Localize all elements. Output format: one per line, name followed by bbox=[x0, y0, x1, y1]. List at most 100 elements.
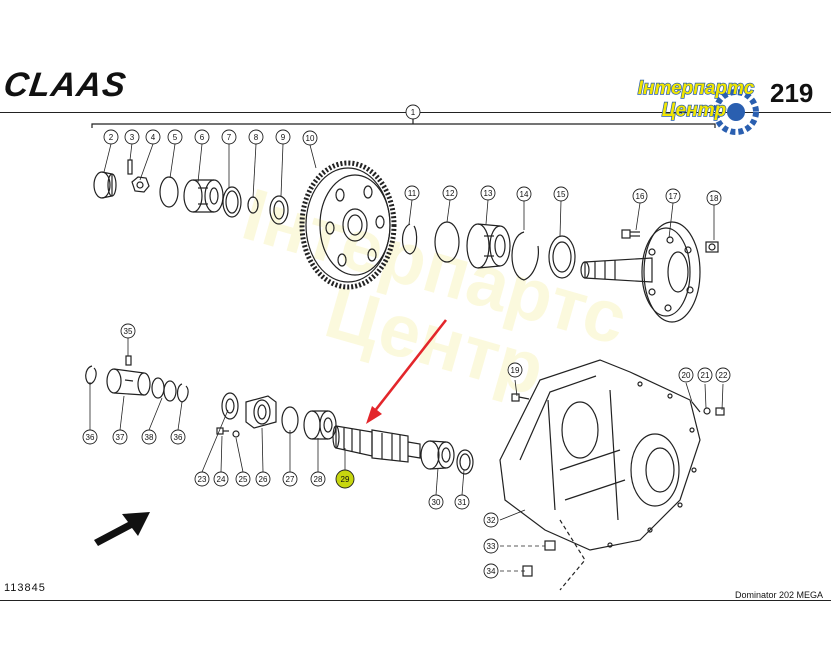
svg-text:17: 17 bbox=[669, 192, 678, 201]
part-29-splined-shaft bbox=[332, 425, 421, 463]
logo-line2: Центр bbox=[662, 100, 726, 121]
callout-17: 17 bbox=[665, 188, 681, 204]
svg-text:23: 23 bbox=[198, 475, 207, 484]
part-10-large-gear bbox=[299, 160, 397, 290]
callout-33: 33 bbox=[483, 538, 499, 554]
logo-line1: Інтерпартс bbox=[638, 78, 755, 99]
svg-text:12: 12 bbox=[446, 189, 455, 198]
svg-text:19: 19 bbox=[511, 366, 520, 375]
part-13-bearing bbox=[466, 223, 511, 269]
callout-4: 4 bbox=[145, 129, 161, 145]
part-36-circlip-right bbox=[176, 383, 189, 403]
svg-text:38: 38 bbox=[145, 433, 154, 442]
part-38-ring-b bbox=[163, 380, 177, 402]
callout-27: 27 bbox=[282, 471, 298, 487]
callout-layer: 1 2 3 4 5 6 7 8 9 10 11 12 13 14 15 16 1… bbox=[82, 104, 731, 579]
part-2-bearing-cup bbox=[93, 171, 117, 199]
svg-text:16: 16 bbox=[636, 192, 645, 201]
callout-13: 13 bbox=[480, 185, 496, 201]
svg-text:31: 31 bbox=[458, 498, 467, 507]
svg-text:15: 15 bbox=[557, 190, 566, 199]
svg-text:37: 37 bbox=[116, 433, 125, 442]
part-34-plug bbox=[522, 565, 533, 577]
red-pointer-arrow bbox=[366, 319, 448, 424]
svg-text:22: 22 bbox=[719, 371, 728, 380]
svg-text:10: 10 bbox=[306, 134, 315, 143]
part-36-circlip-left bbox=[85, 365, 97, 385]
part-38-ring-a bbox=[151, 377, 165, 399]
part-25-washer bbox=[232, 430, 240, 438]
callout-19: 19 bbox=[507, 362, 523, 378]
part-5-snap-ring bbox=[159, 176, 179, 208]
svg-text:30: 30 bbox=[432, 498, 441, 507]
callout-18: 18 bbox=[706, 190, 722, 206]
part-28-bearing bbox=[303, 410, 337, 440]
callout-7: 7 bbox=[221, 129, 237, 145]
part-32-gearbox-housing bbox=[499, 359, 701, 551]
part-26-bearing-housing bbox=[245, 395, 277, 429]
svg-text:13: 13 bbox=[484, 189, 493, 198]
callout-36-left: 36 bbox=[82, 429, 98, 445]
svg-text:18: 18 bbox=[710, 194, 719, 203]
callout-11: 11 bbox=[404, 185, 420, 201]
interparts-logo: Інтерпартс Центр bbox=[637, 77, 759, 135]
callout-8: 8 bbox=[248, 129, 264, 145]
callout-37: 37 bbox=[112, 429, 128, 445]
callout-36-right: 36 bbox=[170, 429, 186, 445]
callout-10: 10 bbox=[302, 130, 318, 146]
part-31-ring bbox=[456, 449, 474, 475]
leader-lines-bottom bbox=[89, 338, 724, 572]
part-7-ring bbox=[222, 186, 242, 218]
part-23-ring bbox=[221, 392, 239, 420]
part-17-output-flange bbox=[580, 221, 701, 323]
svg-text:24: 24 bbox=[217, 475, 226, 484]
page-number: 219 bbox=[770, 78, 814, 108]
svg-text:5: 5 bbox=[173, 133, 178, 142]
svg-text:32: 32 bbox=[487, 516, 496, 525]
part-4-nut bbox=[131, 176, 150, 193]
assembly-bracket bbox=[91, 123, 716, 128]
svg-text:26: 26 bbox=[259, 475, 268, 484]
svg-text:36: 36 bbox=[86, 433, 95, 442]
svg-text:7: 7 bbox=[227, 133, 232, 142]
callout-14: 14 bbox=[516, 186, 532, 202]
part-9-washer bbox=[269, 195, 289, 225]
svg-text:35: 35 bbox=[124, 327, 133, 336]
callout-1: 1 bbox=[405, 104, 421, 120]
svg-text:4: 4 bbox=[151, 133, 156, 142]
callout-30: 30 bbox=[428, 494, 444, 510]
svg-text:14: 14 bbox=[520, 190, 529, 199]
part-3-pin bbox=[127, 159, 133, 175]
callout-25: 25 bbox=[235, 471, 251, 487]
callout-9: 9 bbox=[275, 129, 291, 145]
svg-text:3: 3 bbox=[130, 133, 135, 142]
svg-text:28: 28 bbox=[314, 475, 323, 484]
svg-text:11: 11 bbox=[408, 189, 417, 198]
footer-rule bbox=[0, 600, 831, 601]
document-number: 113845 bbox=[4, 582, 46, 594]
svg-text:21: 21 bbox=[701, 371, 710, 380]
part-21-washer bbox=[703, 407, 711, 415]
part-27-ring bbox=[281, 406, 299, 434]
callout-35: 35 bbox=[120, 323, 136, 339]
callout-28: 28 bbox=[310, 471, 326, 487]
part-24-bolt bbox=[216, 427, 229, 435]
callout-5: 5 bbox=[167, 129, 183, 145]
callout-32: 32 bbox=[483, 512, 499, 528]
callout-21: 21 bbox=[697, 367, 713, 383]
callout-22: 22 bbox=[715, 367, 731, 383]
callout-6: 6 bbox=[194, 129, 210, 145]
part-16-bolt bbox=[621, 229, 640, 239]
svg-text:1: 1 bbox=[411, 108, 416, 117]
callout-24: 24 bbox=[213, 471, 229, 487]
callout-16: 16 bbox=[632, 188, 648, 204]
callout-20: 20 bbox=[678, 367, 694, 383]
svg-text:34: 34 bbox=[487, 567, 496, 576]
part-6-bearing bbox=[183, 179, 224, 213]
part-18-nut bbox=[705, 241, 719, 253]
svg-text:9: 9 bbox=[281, 133, 286, 142]
svg-text:2: 2 bbox=[109, 133, 114, 142]
svg-text:33: 33 bbox=[487, 542, 496, 551]
callout-31: 31 bbox=[454, 494, 470, 510]
